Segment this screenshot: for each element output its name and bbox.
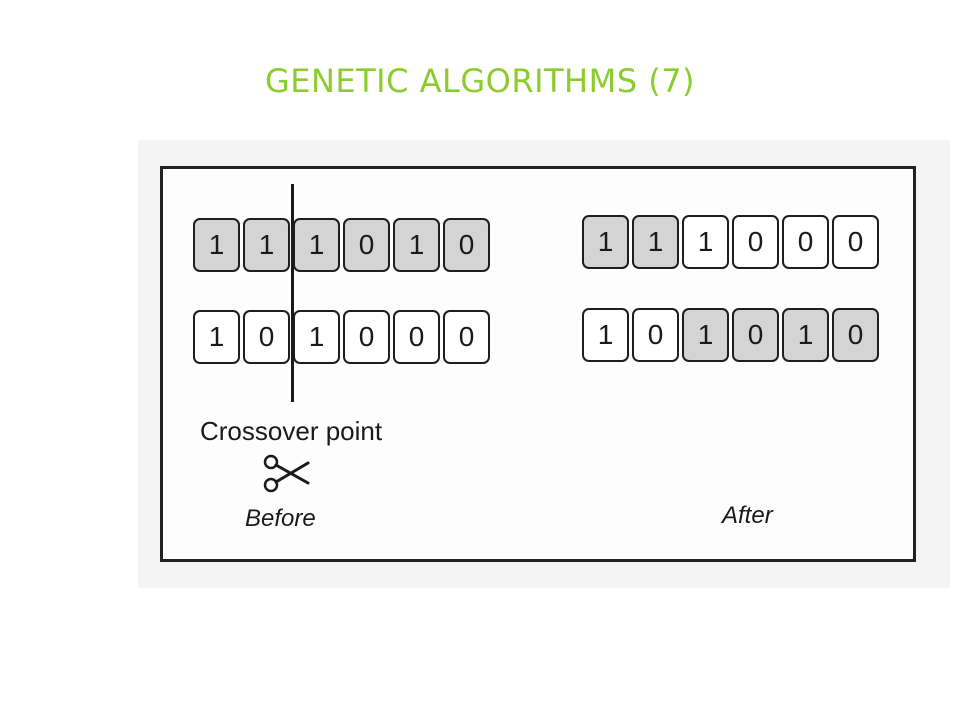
gene-cell: 0: [732, 215, 779, 269]
crossover-line: [291, 184, 294, 402]
after-label: After: [722, 502, 773, 529]
gene-cell: 1: [193, 218, 240, 272]
gene-cell: 0: [343, 310, 390, 364]
scissors-icon: [263, 454, 310, 493]
gene-cell: 1: [293, 218, 340, 272]
gene-cell: 1: [293, 310, 340, 364]
gene-cell: 0: [443, 218, 490, 272]
gene-cell: 1: [193, 310, 240, 364]
gene-cell: 0: [343, 218, 390, 272]
slide-title: GENETIC ALGORITHMS (7): [264, 62, 696, 100]
gene-cell: 0: [782, 215, 829, 269]
gene-cell: 1: [582, 215, 629, 269]
gene-cell: 0: [732, 308, 779, 362]
gene-cell: 1: [632, 215, 679, 269]
gene-cell: 0: [632, 308, 679, 362]
gene-cell: 1: [682, 215, 729, 269]
gene-cell: 0: [243, 310, 290, 364]
gene-cell: 1: [782, 308, 829, 362]
gene-cell: 1: [682, 308, 729, 362]
gene-cell: 0: [832, 308, 879, 362]
gene-cell: 1: [243, 218, 290, 272]
gene-cell: 0: [443, 310, 490, 364]
gene-cell: 1: [582, 308, 629, 362]
before-label: Before: [245, 505, 316, 532]
gene-cell: 1: [393, 218, 440, 272]
gene-cell: 0: [832, 215, 879, 269]
gene-cell: 0: [393, 310, 440, 364]
crossover-point-label: Crossover point: [200, 416, 383, 446]
